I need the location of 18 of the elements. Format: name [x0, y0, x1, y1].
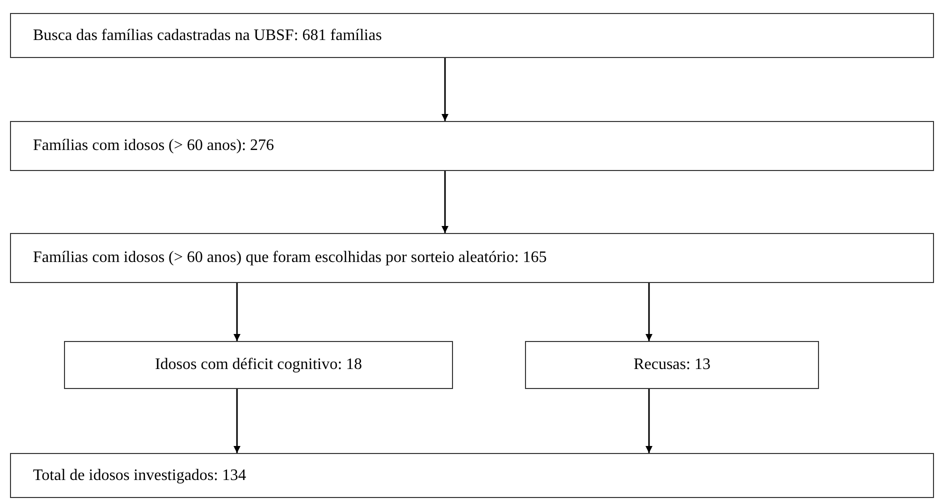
arrow — [646, 283, 652, 341]
box-text: Idosos com déficit cognitivo: 18 — [154, 355, 362, 375]
box-text: Recusas: 13 — [634, 355, 710, 375]
arrow — [234, 389, 240, 453]
arrow — [442, 58, 448, 121]
arrow — [234, 283, 240, 341]
process-box — [64, 341, 453, 389]
process-box — [10, 121, 934, 171]
arrow — [646, 389, 652, 453]
process-box — [10, 233, 934, 283]
process-box — [10, 13, 934, 58]
arrow — [442, 171, 448, 233]
box-text: Famílias com idosos (> 60 anos) que foram escolhidas por sorteio aleatório: 165 — [33, 248, 547, 268]
box-text: Busca das famílias cadastradas na UBSF: 681 famílias — [33, 26, 382, 46]
process-box — [525, 341, 819, 389]
box-text: Famílias com idosos (> 60 anos): 276 — [33, 136, 274, 156]
box-text: Total de idosos investigados: 134 — [33, 466, 246, 486]
process-box — [10, 453, 934, 498]
